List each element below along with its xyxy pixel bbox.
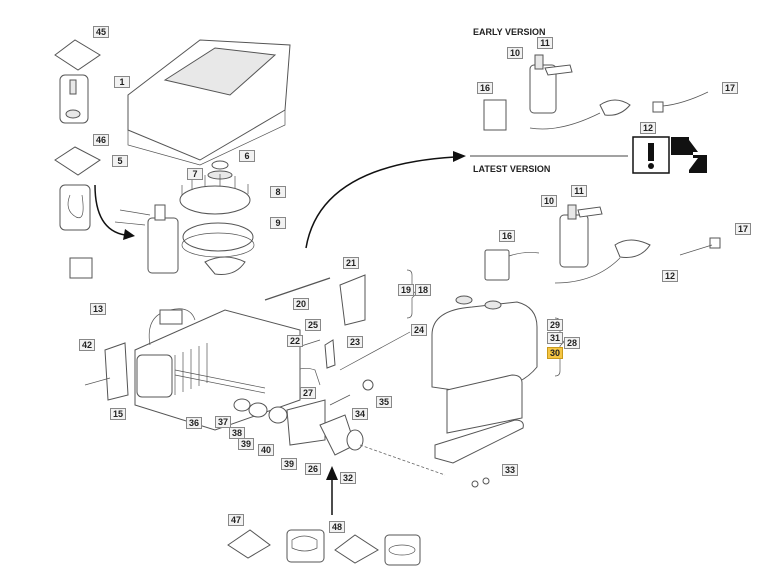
part-label-30-highlighted[interactable]: 30	[547, 347, 564, 359]
part-label-8[interactable]: 8	[270, 186, 286, 198]
part-label-26[interactable]: 26	[305, 463, 322, 475]
part-label-9[interactable]: 9	[270, 217, 286, 229]
part-label-24[interactable]: 24	[411, 324, 428, 336]
part-label-48[interactable]: 48	[329, 521, 346, 533]
part-label-early-11[interactable]: 11	[537, 37, 553, 49]
part-label-19[interactable]: 19	[398, 284, 415, 296]
part-label-38[interactable]: 38	[229, 427, 246, 439]
part-label-18[interactable]: 18	[415, 284, 432, 296]
latest-version-parts	[484, 204, 721, 284]
part-label-latest-10[interactable]: 10	[541, 195, 558, 207]
arrow-curve-left	[94, 184, 126, 236]
early-version-heading: EARLY VERSION	[473, 27, 546, 37]
part-label-early-12[interactable]: 12	[640, 122, 657, 134]
part-label-latest-17[interactable]: 17	[735, 223, 752, 235]
part-label-6[interactable]: 6	[239, 150, 255, 162]
air-filter-assembly	[431, 295, 538, 488]
part-label-5[interactable]: 5	[112, 155, 128, 167]
kit-bag-46	[54, 146, 101, 231]
intake-gaskets	[233, 379, 374, 456]
part-label-latest-11[interactable]: 11	[571, 185, 587, 197]
part-label-31[interactable]: 31	[547, 332, 564, 344]
part-label-35[interactable]: 35	[376, 396, 393, 408]
part-label-7[interactable]: 7	[187, 168, 203, 180]
part-label-25[interactable]: 25	[305, 319, 322, 331]
part-label-early-10[interactable]: 10	[507, 47, 524, 59]
part-label-early-17[interactable]: 17	[722, 82, 739, 94]
warning-icon	[632, 136, 670, 174]
latest-version-heading: LATEST VERSION	[473, 164, 551, 174]
flywheel-assembly	[179, 160, 255, 258]
part-label-15[interactable]: 15	[110, 408, 127, 420]
part-label-33[interactable]: 33	[502, 464, 519, 476]
arrow-curve-to-versions	[305, 156, 456, 249]
part-label-early-16[interactable]: 16	[477, 82, 494, 94]
part-label-39a[interactable]: 39	[238, 438, 255, 450]
part-label-1[interactable]: 1	[114, 76, 130, 88]
engine-block	[84, 308, 301, 431]
part-label-29[interactable]: 29	[547, 319, 564, 331]
part-label-34[interactable]: 34	[352, 408, 369, 420]
part-label-20[interactable]: 20	[293, 298, 310, 310]
part-label-28[interactable]: 28	[564, 337, 581, 349]
part-label-39b[interactable]: 39	[281, 458, 298, 470]
part-label-47[interactable]: 47	[228, 514, 245, 526]
kit-bag-45	[54, 39, 101, 124]
part-label-latest-16[interactable]: 16	[499, 230, 516, 242]
part-label-42[interactable]: 42	[79, 339, 96, 351]
engine-cover	[127, 39, 291, 166]
part-label-27[interactable]: 27	[300, 387, 317, 399]
kit-bag-47	[227, 529, 325, 563]
part-label-latest-12[interactable]: 12	[662, 270, 679, 282]
part-label-22[interactable]: 22	[287, 335, 304, 347]
part-label-21[interactable]: 21	[343, 257, 360, 269]
ignition-coil	[69, 204, 246, 279]
dashed-leader	[359, 444, 446, 476]
early-version-parts	[483, 54, 709, 131]
part-label-32[interactable]: 32	[340, 472, 357, 484]
part-label-40[interactable]: 40	[258, 444, 275, 456]
part-label-13[interactable]: 13	[90, 303, 107, 315]
throttle-parts	[264, 274, 411, 386]
part-label-45[interactable]: 45	[93, 26, 110, 38]
kit-bag-48	[334, 534, 421, 566]
part-label-23[interactable]: 23	[347, 336, 364, 348]
part-label-46[interactable]: 46	[93, 134, 110, 146]
part-label-37[interactable]: 37	[215, 416, 232, 428]
interchange-icon	[671, 137, 707, 173]
part-label-36[interactable]: 36	[186, 417, 203, 429]
